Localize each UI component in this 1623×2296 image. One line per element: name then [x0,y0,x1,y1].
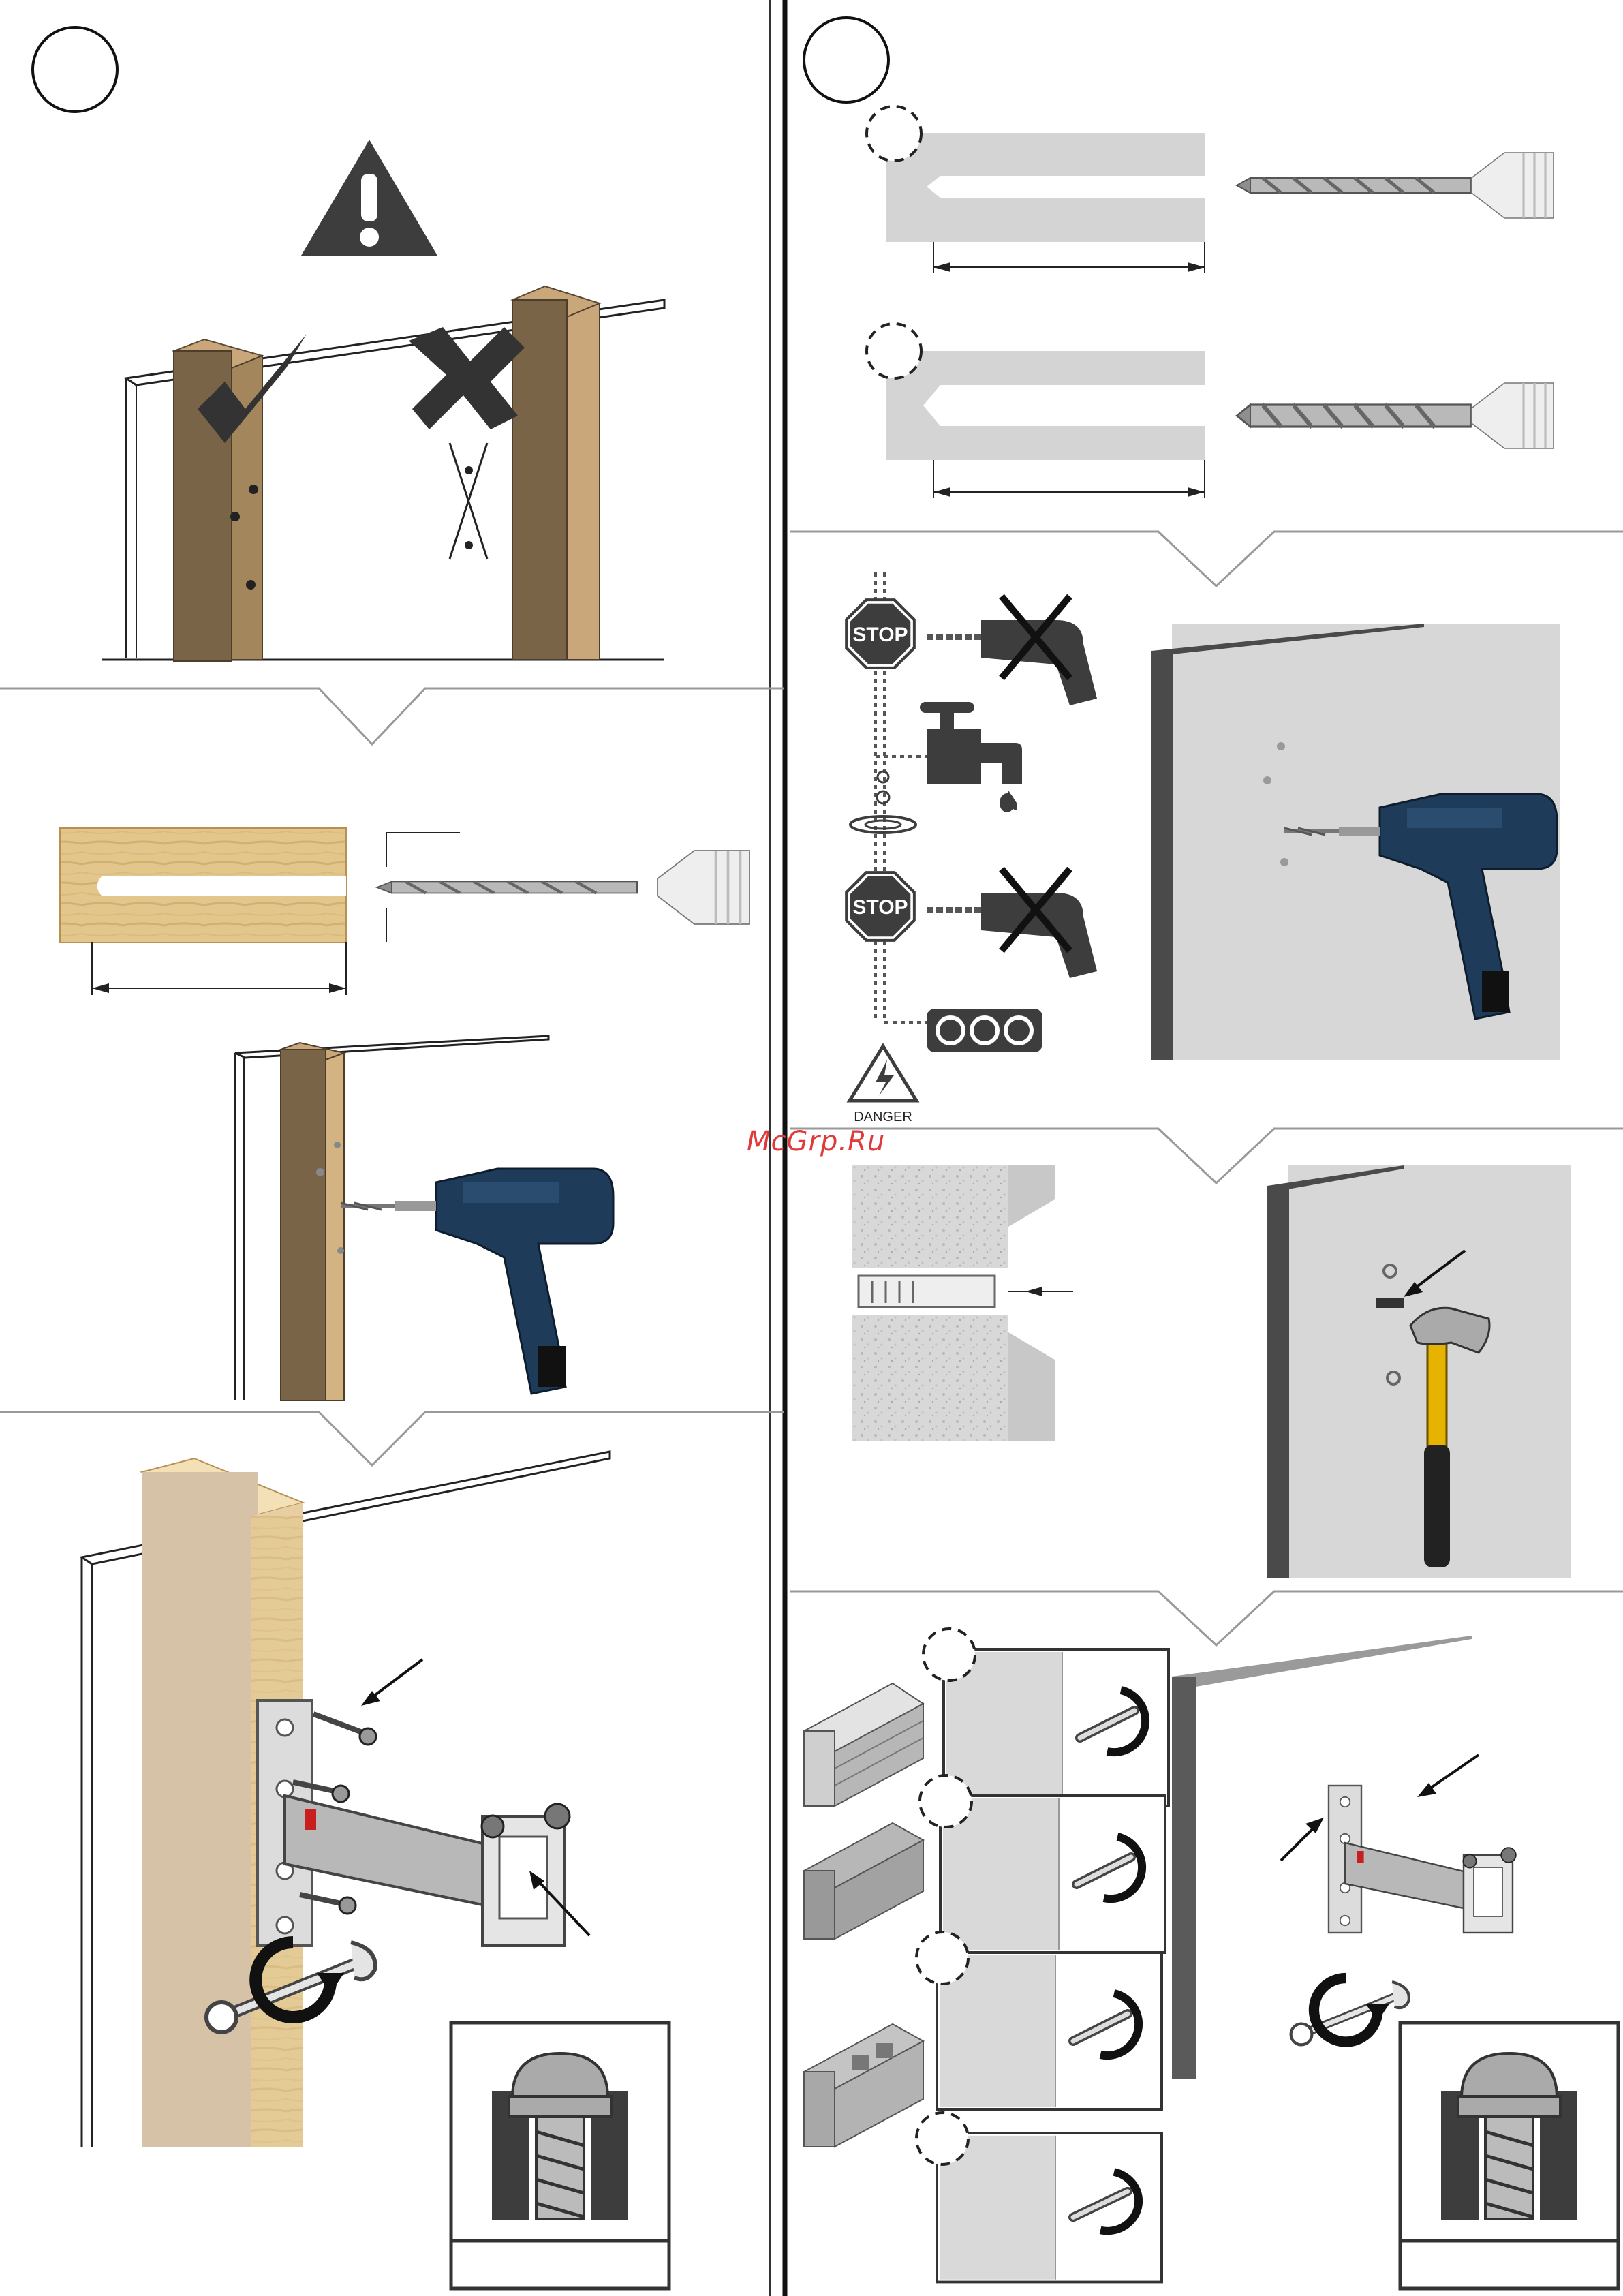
divider-left-2 [0,1412,784,1465]
wall-edge-right [1172,1636,1472,2079]
pointer-arrows-right [1281,1755,1479,1861]
drill-bit-1 [1237,153,1554,218]
divider-right-3 [790,1591,1623,1645]
screw-icon-left [451,2023,669,2289]
wall-bracket [258,1700,570,1946]
stop-sign-label-1: STOP [852,624,908,646]
wall-bracket-right [1329,1786,1516,1933]
warning-icon [301,140,437,256]
anchor-panel-3 [916,1932,1162,2109]
no-drill-icon-1 [927,596,1097,705]
power-strip-icon [927,1009,1042,1052]
slot-diagram-2 [867,324,1205,498]
drill-bit-2 [1237,383,1554,448]
wrench-icon-right [1291,1982,1409,2045]
wall-types [804,1683,923,2147]
danger-label: DANGER [854,1109,912,1124]
anchor-section-detail [852,1165,1073,1441]
divider-right-1 [790,532,1623,586]
danger-icon [850,1046,916,1101]
drill-icon [341,1169,613,1394]
divider-left-1 [0,688,784,744]
wall-with-studs [102,286,664,661]
cross-icon [409,327,525,429]
anchor-panel-2 [920,1775,1165,1953]
no-drill-icon-2 [927,869,1097,978]
watermark: McGrp.Ru [747,1126,885,1157]
wood-slot-diagram [60,828,346,995]
stop-sign-label-2: STOP [852,896,908,919]
drill-bit-small [377,833,749,942]
step-right-circle [804,18,888,102]
screw-icon-right [1400,2023,1618,2289]
no-hole-mark [450,443,487,559]
hammer-wall-scene [1267,1165,1571,1578]
slot-diagram-1 [867,106,1205,273]
step-left-circle [33,27,117,112]
anchor-panel-4 [916,2113,1162,2282]
